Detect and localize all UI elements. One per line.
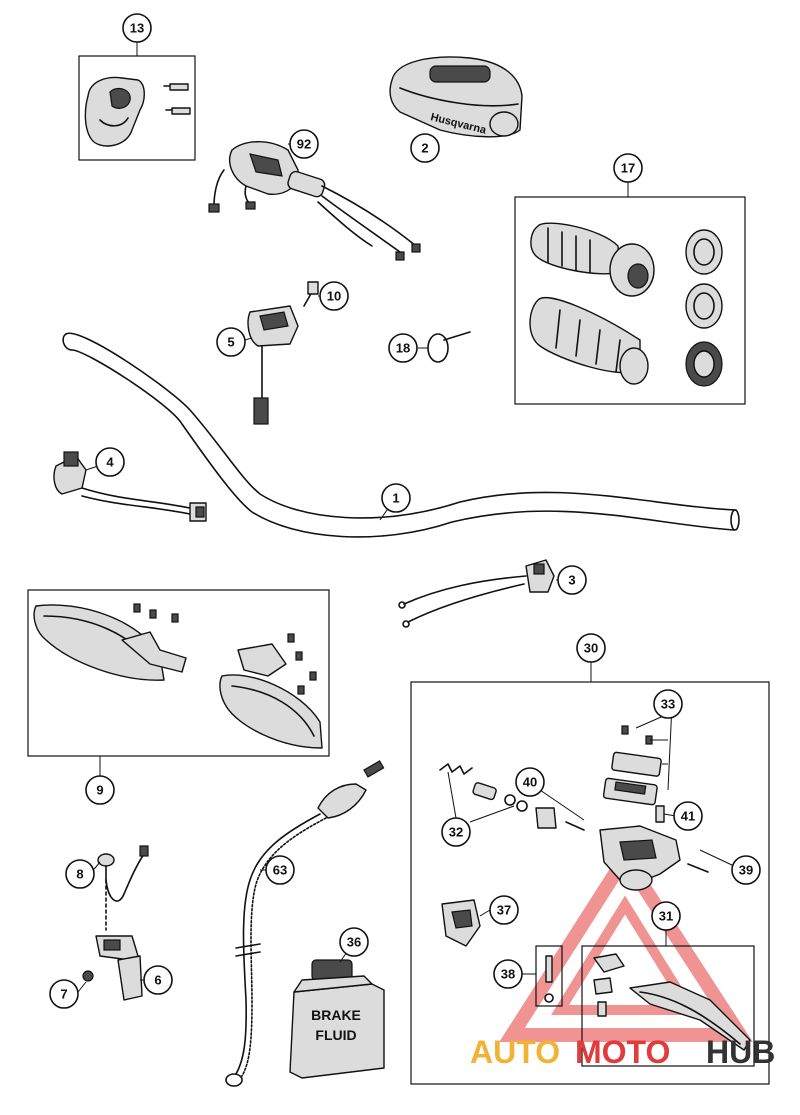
- svg-text:7: 7: [60, 987, 67, 1002]
- watermark-part1: AUTO: [470, 1034, 560, 1070]
- callout-5: 5: [216, 327, 246, 357]
- callout-39: 39: [731, 855, 761, 885]
- callout-1: 1: [381, 483, 411, 513]
- svg-text:36: 36: [347, 935, 361, 950]
- callout-18: 18: [388, 333, 418, 363]
- part-92-throttle: [208, 141, 421, 261]
- svg-text:37: 37: [497, 903, 511, 918]
- svg-text:33: 33: [661, 697, 675, 712]
- svg-text:31: 31: [659, 909, 673, 924]
- fluid-label-line1: BRAKE: [311, 1007, 361, 1023]
- part-9-handguards: [27, 589, 330, 776]
- callout-2: 2: [410, 133, 440, 163]
- callout-9: 9: [85, 775, 115, 805]
- svg-text:8: 8: [76, 867, 83, 882]
- callout-32: 32: [441, 817, 471, 847]
- callout-7: 7: [49, 979, 79, 1009]
- part-2-handlebar-pad: Husqvarna: [389, 56, 523, 138]
- callout-4: 4: [95, 447, 125, 477]
- svg-text:4: 4: [106, 455, 114, 470]
- callout-38: 38: [493, 959, 523, 989]
- part-30-brake-assembly: [410, 662, 770, 1085]
- svg-text:2: 2: [421, 141, 428, 156]
- callout-63: 63: [265, 855, 295, 885]
- part-63-brake-hose: [225, 760, 385, 1087]
- watermark-part3: HUB: [706, 1034, 775, 1070]
- callout-3: 3: [557, 565, 587, 595]
- callout-36: 36: [339, 927, 369, 957]
- svg-text:5: 5: [227, 335, 234, 350]
- watermark-part2: MOTO: [575, 1034, 670, 1070]
- part-1-handlebar: [62, 332, 740, 538]
- svg-text:63: 63: [273, 863, 287, 878]
- svg-text:39: 39: [739, 863, 753, 878]
- callout-10: 10: [319, 281, 349, 311]
- svg-text:6: 6: [154, 973, 161, 988]
- callout-40: 40: [515, 767, 545, 797]
- callout-13: 13: [122, 13, 152, 43]
- callout-37: 37: [489, 895, 519, 925]
- callout-30: 30: [576, 633, 606, 663]
- callout-31: 31: [651, 901, 681, 931]
- svg-text:17: 17: [621, 161, 635, 176]
- svg-text:13: 13: [130, 21, 144, 36]
- callout-17: 17: [613, 153, 643, 183]
- part-5-switch: [247, 281, 319, 425]
- part-18-cable-tie: [427, 331, 471, 363]
- part-36-brake-fluid: BRAKE FLUID: [289, 959, 385, 1079]
- svg-text:92: 92: [297, 137, 311, 152]
- fluid-label-line2: FLUID: [315, 1027, 356, 1043]
- part-3-switch: [398, 559, 555, 628]
- svg-text:1: 1: [392, 491, 399, 506]
- callout-33: 33: [653, 689, 683, 719]
- svg-text:40: 40: [523, 775, 537, 790]
- svg-text:10: 10: [327, 289, 341, 304]
- part-6-7-8-group: [82, 845, 149, 1001]
- svg-text:30: 30: [584, 641, 598, 656]
- svg-text:3: 3: [568, 573, 575, 588]
- part-4-switch: [53, 451, 207, 522]
- part-17-grips: [514, 182, 746, 405]
- callout-8: 8: [65, 859, 95, 889]
- svg-text:38: 38: [501, 967, 515, 982]
- part-13-group: [78, 42, 196, 161]
- svg-text:32: 32: [449, 825, 463, 840]
- callouts: 13 2 92 17 10 5 18 4 1 3 30 33 40 9 41 3…: [49, 13, 761, 1009]
- callout-6: 6: [143, 965, 173, 995]
- callout-92: 92: [289, 129, 319, 159]
- svg-text:41: 41: [681, 809, 695, 824]
- svg-text:9: 9: [96, 783, 103, 798]
- callout-41: 41: [673, 801, 703, 831]
- svg-text:18: 18: [396, 341, 410, 356]
- watermark-text: AUTO MOTO HUB: [470, 1034, 775, 1070]
